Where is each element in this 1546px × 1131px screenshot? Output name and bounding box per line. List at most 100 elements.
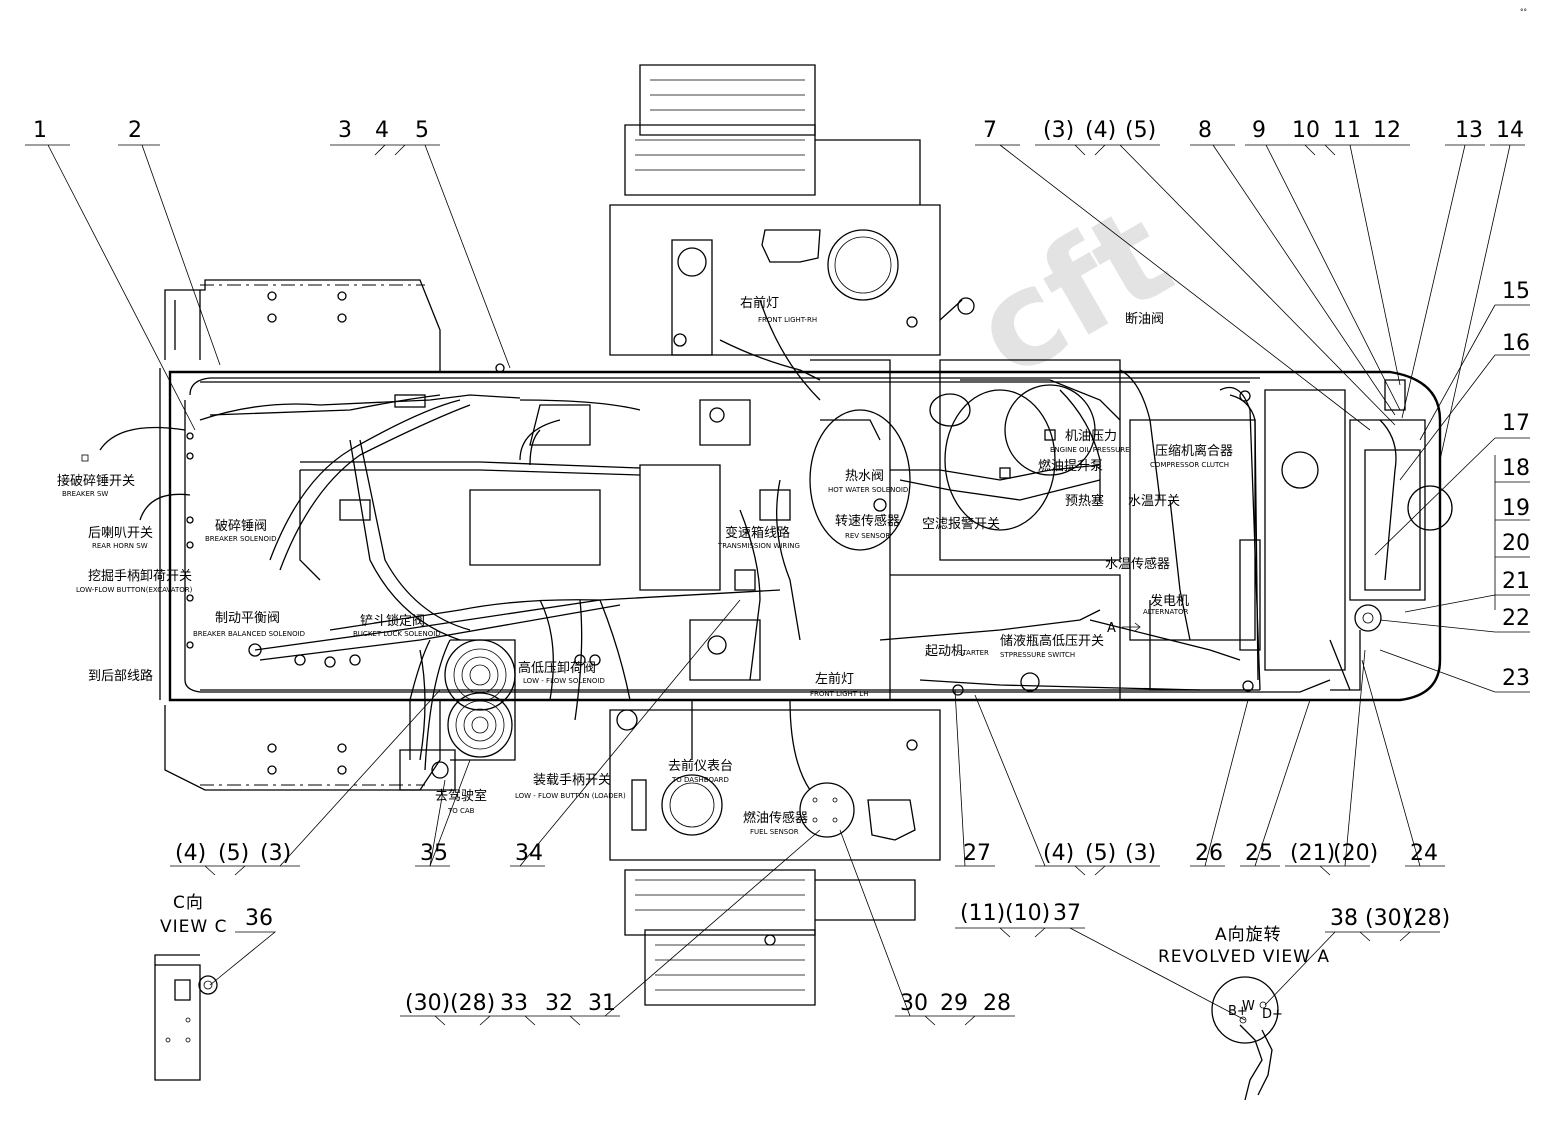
starter-en: STARTER: [958, 649, 989, 657]
lowflow-sol-en: LOW - FLOW SOLENOID: [523, 677, 605, 685]
callout-32: 32: [545, 991, 573, 1016]
to-cab-label: 去驾驶室: [435, 788, 487, 804]
callout-b-p5: (5): [218, 841, 249, 866]
callout-37: 37: [1053, 901, 1081, 926]
front-light-lh-en: FRONT LIGHT LH: [810, 690, 868, 698]
pressure-sw-label: 储液瓶高低压开关: [1000, 633, 1104, 649]
callout-9: 9: [1252, 118, 1266, 143]
rear-horn-en: REAR HORN SW: [92, 542, 148, 550]
preheat-label: 预热塞: [1065, 493, 1104, 509]
callout-b2-p4: (4): [1043, 841, 1074, 866]
compressor-label: 压缩机离合器: [1155, 443, 1233, 459]
callout-1: 1: [33, 118, 47, 143]
view-c-label: C向: [173, 893, 204, 913]
trans-wiring-en: TRANSMISSION WIRING: [717, 542, 800, 550]
view-a-en: REVOLVED VIEW A: [1158, 947, 1330, 967]
callout-33: 33: [500, 991, 528, 1016]
view-a-marker: A: [1107, 621, 1116, 636]
breaker-sw-en: BREAKER SW: [62, 490, 108, 498]
fuel-sensor-label: 燃油传感器: [743, 810, 808, 826]
dashboard-en: TO DASHBOARD: [671, 776, 729, 784]
breaker-sol-en: BREAKER SOLENOID: [205, 535, 276, 543]
callout-7: 7: [983, 118, 997, 143]
callout-21: 21: [1502, 569, 1530, 594]
callout-c-p30: (30): [405, 991, 450, 1016]
wiring-harness: [99, 299, 1397, 791]
compressor-en: COMPRESSOR CLUTCH: [1150, 461, 1229, 469]
callout-23: 23: [1502, 666, 1530, 691]
callout-4: 4: [375, 118, 389, 143]
lowflow-exc-en: LOW-FLOW BUTTON(EXCAVATOR): [76, 586, 193, 594]
callout-5: 5: [415, 118, 429, 143]
view-a: A向旋转 REVOLVED VIEW A B+ W D+: [1158, 925, 1330, 1101]
alternator-label: 发电机: [1150, 593, 1189, 609]
air-filter-label: 空滤报警开关: [922, 516, 1000, 532]
pressure-sw-en: STPRESSURE SWITCH: [1000, 651, 1075, 659]
callout-va-p11: (11): [960, 901, 1005, 926]
view-c-en: VIEW C: [160, 917, 227, 937]
bucket-lock-label: 铲斗锁定阀: [360, 613, 425, 629]
front-light-rh-en: FRONT LIGHT-RH: [758, 316, 817, 324]
fuel-sensor-icon: [799, 782, 855, 838]
lowflow-loader-en: LOW - FLOW BUTTON (LOADER): [515, 792, 626, 800]
terminal-d: D+: [1262, 1007, 1283, 1022]
rev-sensor-label: 转速传感器: [835, 513, 900, 529]
callout-11: 11: [1333, 118, 1361, 143]
callout-b2-p5: (5): [1085, 841, 1116, 866]
corner-mark: °°: [1520, 8, 1527, 16]
callout-p21: (21): [1290, 841, 1335, 866]
breaker-sw-label: 接破碎锤开关: [57, 473, 135, 489]
callout-29: 29: [940, 991, 968, 1016]
callout-17: 17: [1502, 411, 1530, 436]
callout-22: 22: [1502, 606, 1530, 631]
callout-p4: (4): [1085, 118, 1116, 143]
callout-b-p3: (3): [260, 841, 291, 866]
to-cab-en: TO CAB: [447, 807, 475, 815]
callout-26: 26: [1195, 841, 1223, 866]
callout-b2-p3: (3): [1125, 841, 1156, 866]
callout-b-p4: (4): [175, 841, 206, 866]
water-temp-sw-label: 水温开关: [1128, 494, 1180, 509]
callout-36: 36: [245, 906, 273, 931]
oil-pressure-label: 机油压力: [1065, 429, 1117, 444]
callout-38: 38: [1330, 906, 1358, 931]
callout-8: 8: [1198, 118, 1212, 143]
rear-line-label: 到后部线路: [88, 668, 153, 684]
hot-water-label: 热水阀: [845, 469, 884, 484]
callout-p20: (20): [1333, 841, 1378, 866]
callout-20: 20: [1502, 531, 1530, 556]
view-a-label: A向旋转: [1215, 925, 1282, 945]
machine-outline: [159, 64, 1453, 1006]
view-c: C向 VIEW C: [154, 893, 227, 1081]
front-light-lh-label: 左前灯: [815, 671, 854, 687]
brake-bal-label: 制动平衡阀: [215, 611, 280, 626]
callout-27: 27: [963, 841, 991, 866]
callout-13: 13: [1455, 118, 1483, 143]
callout-10: 10: [1292, 118, 1320, 143]
lowflow-sol-label: 高低压卸荷阀: [518, 660, 596, 676]
callout-16: 16: [1502, 331, 1530, 356]
bucket-lock-en: BUCKET LOCK SOLENOID: [353, 630, 441, 638]
callout-28: 28: [983, 991, 1011, 1016]
front-light-rh-label: 右前灯: [740, 295, 779, 311]
callout-34: 34: [515, 841, 543, 866]
component-labels: 接破碎锤开关 BREAKER SW 后喇叭开关 REAR HORN SW 挖掘手…: [57, 295, 1233, 836]
callout-va-p30: (30): [1365, 906, 1410, 931]
callout-19: 19: [1502, 496, 1530, 521]
terminal-w: W: [1242, 999, 1255, 1014]
alternator-en: ALTERNATOR: [1143, 608, 1189, 616]
dashboard-label: 去前仪表台: [668, 758, 733, 774]
callout-p5: (5): [1125, 118, 1156, 143]
breaker-sw-connector: [81, 454, 89, 462]
fuel-cutoff-label: 断油阀: [1125, 312, 1164, 327]
callout-18: 18: [1502, 456, 1530, 481]
lowflow-loader-label: 装载手柄开关: [533, 773, 611, 788]
callout-12: 12: [1373, 118, 1401, 143]
hot-water-en: HOT WATER SOLENOID: [828, 486, 908, 494]
callout-2: 2: [128, 118, 142, 143]
callout-31: 31: [588, 991, 616, 1016]
callout-30: 30: [900, 991, 928, 1016]
callout-c-p28: (28): [450, 991, 495, 1016]
rev-sensor-en: REV SENSOR: [845, 532, 890, 540]
